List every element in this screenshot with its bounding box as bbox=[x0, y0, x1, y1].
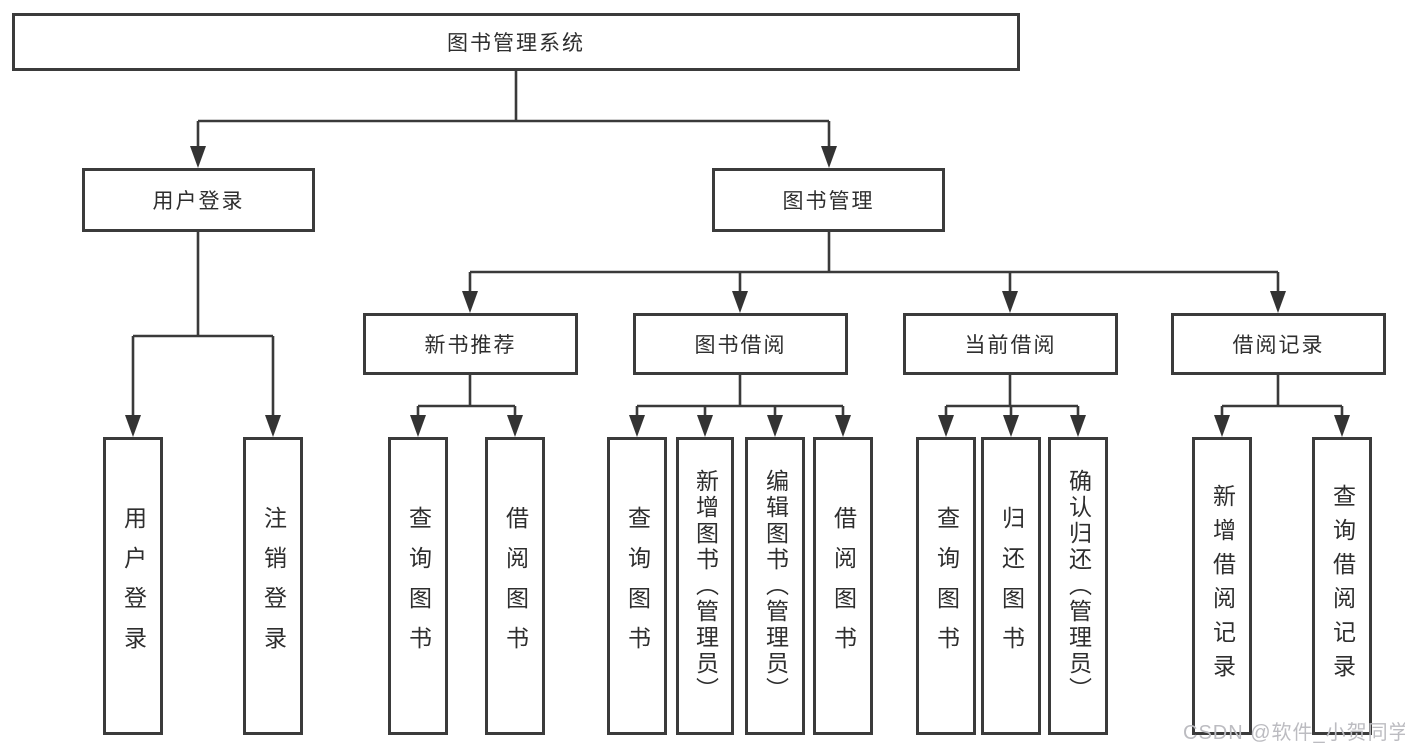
node-root-label: 图书管理系统 bbox=[447, 32, 585, 55]
node-root: 图书管理系统 bbox=[12, 13, 1020, 71]
node-new-book-recommend: 新书推荐 bbox=[363, 313, 578, 375]
leaf-logout-login: 注销登录 bbox=[243, 437, 303, 735]
leaf-borrow-books-recommend-label: 借阅图书 bbox=[502, 506, 529, 666]
leaf-edit-book-admin: 编辑图书（管理员） bbox=[745, 437, 805, 735]
leaf-borrow-books-2: 借阅图书 bbox=[813, 437, 873, 735]
leaf-query-books-recommend-label: 查询图书 bbox=[405, 506, 432, 666]
leaf-borrow-books-recommend: 借阅图书 bbox=[485, 437, 545, 735]
node-current-borrow-label: 当前借阅 bbox=[964, 334, 1057, 357]
leaf-query-books-current-label: 查询图书 bbox=[933, 506, 960, 666]
leaf-user-login: 用户登录 bbox=[103, 437, 163, 735]
node-borrow-records-label: 借阅记录 bbox=[1232, 334, 1325, 357]
node-borrow-records: 借阅记录 bbox=[1171, 313, 1386, 375]
leaf-borrow-books-2-label: 借阅图书 bbox=[830, 506, 857, 666]
leaf-query-books-recommend: 查询图书 bbox=[388, 437, 448, 735]
leaf-query-books-borrow: 查询图书 bbox=[607, 437, 667, 735]
node-current-borrow: 当前借阅 bbox=[903, 313, 1118, 375]
leaf-edit-book-admin-label: 编辑图书（管理员） bbox=[762, 469, 789, 703]
leaf-return-book-label: 归还图书 bbox=[998, 506, 1025, 666]
leaf-query-books-current: 查询图书 bbox=[916, 437, 976, 735]
node-book-management-label: 图书管理 bbox=[782, 190, 875, 213]
leaf-add-borrow-record: 新增借阅记录 bbox=[1192, 437, 1252, 735]
leaf-user-login-label: 用户登录 bbox=[120, 506, 147, 666]
leaf-return-book: 归还图书 bbox=[981, 437, 1041, 735]
leaf-logout-login-label: 注销登录 bbox=[260, 506, 287, 666]
node-user-login-label: 用户登录 bbox=[152, 190, 245, 213]
node-book-borrow: 图书借阅 bbox=[633, 313, 848, 375]
watermark-text: CSDN @软件_小贺同学 bbox=[1183, 722, 1405, 744]
leaf-add-book-admin-label: 新增图书（管理员） bbox=[692, 469, 719, 703]
leaf-add-borrow-record-label: 新增借阅记录 bbox=[1209, 484, 1236, 688]
arrowheads bbox=[125, 146, 1350, 437]
leaf-confirm-return-admin: 确认归还（管理员） bbox=[1048, 437, 1108, 735]
leaf-confirm-return-admin-label: 确认归还（管理员） bbox=[1065, 469, 1092, 703]
node-book-management: 图书管理 bbox=[712, 168, 945, 232]
node-user-login: 用户登录 bbox=[82, 168, 315, 232]
leaf-query-borrow-record-label: 查询借阅记录 bbox=[1329, 484, 1356, 688]
leaf-add-book-admin: 新增图书（管理员） bbox=[676, 437, 734, 735]
node-book-borrow-label: 图书借阅 bbox=[694, 334, 787, 357]
node-new-book-recommend-label: 新书推荐 bbox=[424, 334, 517, 357]
leaf-query-borrow-record: 查询借阅记录 bbox=[1312, 437, 1372, 735]
leaf-query-books-borrow-label: 查询图书 bbox=[624, 506, 651, 666]
